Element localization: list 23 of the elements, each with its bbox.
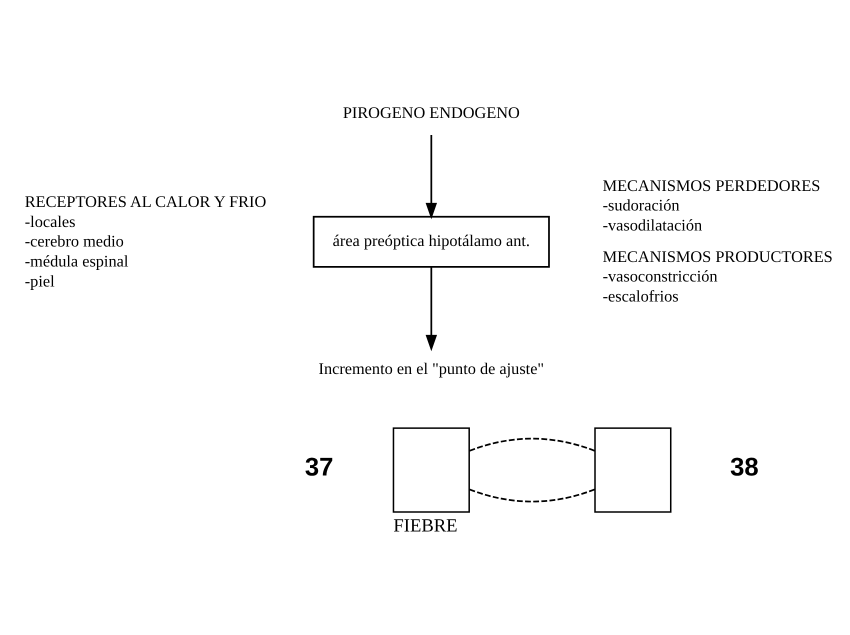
caption: FIEBRE xyxy=(392,516,458,537)
label: -cerebro medio xyxy=(24,232,124,251)
label: MECANISMOS PRODUCTORES xyxy=(602,246,832,266)
label: -piel xyxy=(24,271,54,290)
label: -escalofrios xyxy=(602,286,678,306)
connector xyxy=(468,488,595,502)
node-box: área preóptica hipotálamo ant. xyxy=(312,216,550,268)
label: MECANISMOS PERDEDORES xyxy=(602,176,820,195)
node-label: 37 xyxy=(304,453,333,482)
label: -vasodilatación xyxy=(602,215,702,234)
node-box xyxy=(392,427,470,513)
arrow xyxy=(425,135,437,220)
connector xyxy=(468,438,595,452)
node-text: Incremento en el "punto de ajuste" xyxy=(318,359,544,378)
label: -sudoración xyxy=(602,196,680,215)
node-box xyxy=(594,427,671,513)
node-text: PIROGENO ENDOGENO xyxy=(342,102,520,122)
label: -vasoconstricción xyxy=(602,266,718,286)
label: RECEPTORES AL CALOR Y FRIO xyxy=(24,192,266,212)
arrow xyxy=(425,266,437,352)
label: -locales xyxy=(24,212,75,231)
node-label: 38 xyxy=(730,453,758,482)
label: -médula espinal xyxy=(24,251,128,270)
